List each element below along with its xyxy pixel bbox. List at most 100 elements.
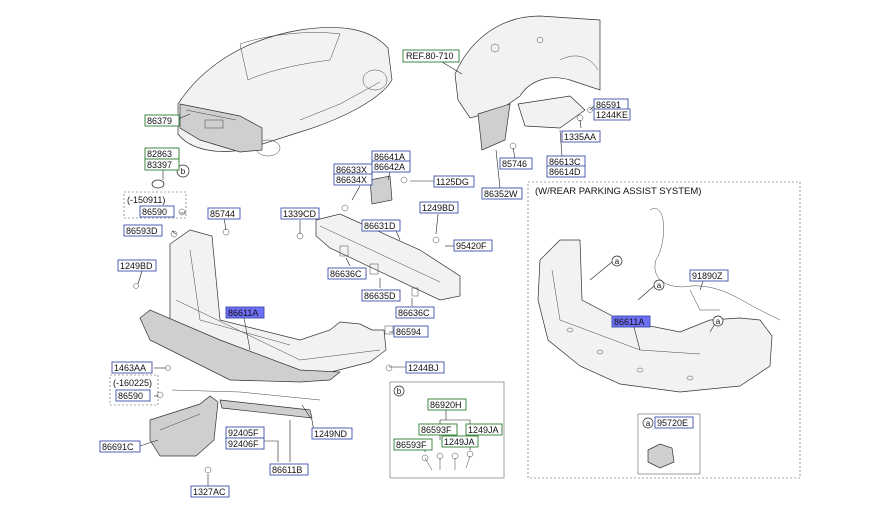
leader-lines — [137, 55, 717, 486]
callout-1244BJ[interactable]: 1244BJ — [405, 361, 445, 374]
svg-text:86611A: 86611A — [614, 317, 644, 327]
pas-marker-a-1: a — [611, 255, 623, 267]
callout-86611A[interactable]: 86611A — [225, 306, 265, 319]
svg-text:1249BD: 1249BD — [120, 261, 153, 271]
callout-1463AA[interactable]: 1463AA — [111, 361, 153, 374]
svg-text:86920H: 86920H — [430, 400, 462, 410]
callout-92406F[interactable]: 92406F — [225, 437, 265, 450]
svg-text:86631D: 86631D — [364, 221, 396, 231]
marker-b-circle: b — [176, 164, 190, 178]
svg-text:82863: 82863 — [147, 149, 172, 159]
svg-text:1249BD: 1249BD — [422, 203, 455, 213]
svg-text:86591: 86591 — [596, 100, 621, 110]
svg-text:92406F: 92406F — [228, 439, 259, 449]
callout-86593F-a[interactable]: 86593F — [418, 423, 458, 436]
callout-86634X[interactable]: 86634X — [333, 173, 373, 186]
svg-text:86614D: 86614D — [549, 167, 581, 177]
callout-160225: (-160225) — [113, 378, 152, 388]
callout-1339CD[interactable]: 1339CD — [280, 207, 320, 220]
svg-text:86593D: 86593D — [126, 226, 158, 236]
lower-brackets — [133, 208, 393, 474]
callout-86691C[interactable]: 86691C — [99, 440, 141, 453]
callout-83397[interactable]: 83397 — [144, 158, 180, 171]
callout-ref-80-710[interactable]: REF.80-710 — [402, 49, 460, 63]
callout-86590-a[interactable]: 86590 — [139, 205, 175, 218]
svg-text:85744: 85744 — [210, 209, 235, 219]
svg-text:95420F: 95420F — [456, 241, 487, 251]
callout-1249BD-right[interactable]: 1249BD — [419, 201, 459, 214]
svg-text:86641A: 86641A — [374, 152, 405, 162]
callout-86594[interactable]: 86594 — [393, 325, 429, 338]
callout-85746[interactable]: 85746 — [499, 157, 533, 170]
callout-86631D[interactable]: 86631D — [361, 219, 401, 232]
callout-86590-b[interactable]: 86590 — [115, 389, 151, 402]
marker-b-label: b — [181, 167, 186, 176]
svg-text:95720E: 95720E — [657, 418, 688, 428]
svg-text:83397: 83397 — [147, 160, 172, 170]
callout-1335AA[interactable]: 1335AA — [561, 130, 601, 143]
callout-86635D[interactable]: 86635D — [361, 289, 401, 302]
callout-86642A[interactable]: 86642A — [371, 160, 411, 173]
callout-86591[interactable]: 86591 — [593, 98, 629, 111]
callout-1327AC[interactable]: 1327AC — [190, 485, 230, 498]
callout-86636C-a[interactable]: 86636C — [327, 267, 367, 280]
callout-1249BD-left[interactable]: 1249BD — [117, 259, 157, 272]
svg-text:86594: 86594 — [396, 327, 421, 337]
svg-text:86593F: 86593F — [396, 440, 427, 450]
pas-group-box — [527, 181, 801, 479]
svg-text:86590: 86590 — [142, 207, 167, 217]
callout-86611B[interactable]: 86611B — [269, 463, 309, 476]
svg-text:a: a — [716, 317, 721, 326]
svg-text:1339CD: 1339CD — [283, 209, 317, 219]
callout-85744[interactable]: 85744 — [207, 207, 241, 220]
callout-1249JA-b[interactable]: 1249JA — [441, 435, 479, 448]
callout-86593D[interactable]: 86593D — [123, 224, 163, 237]
callout-86920H[interactable]: 86920H — [427, 398, 467, 411]
callout-86641A[interactable]: 86641A — [371, 150, 411, 163]
callout-95420F[interactable]: 95420F — [453, 239, 493, 252]
svg-text:1125DG: 1125DG — [436, 177, 469, 187]
quarter-panel-illustration — [454, 15, 601, 151]
callout-86636C-b[interactable]: 86636C — [395, 306, 435, 319]
callout-pas-91890Z[interactable]: 91890Z — [689, 269, 729, 282]
pas-marker-a-2: a — [653, 279, 665, 291]
svg-text:86352W: 86352W — [484, 189, 518, 199]
svg-text:a: a — [615, 257, 620, 266]
svg-text:b: b — [397, 387, 402, 396]
pas-heading: (W/REAR PARKING ASSIST SYSTEM) — [535, 186, 701, 197]
callout-1244KE[interactable]: 1244KE — [593, 108, 631, 121]
callout-86614D[interactable]: 86614D — [546, 165, 586, 178]
callout-pas-95720E[interactable]: 95720E — [654, 416, 694, 429]
pas-marker-a-3: a — [712, 315, 724, 327]
svg-text:86691C: 86691C — [102, 442, 134, 452]
callout-1249JA-a[interactable]: 1249JA — [465, 423, 503, 436]
callout-150911: (-150911) — [127, 195, 165, 205]
svg-text:85746: 85746 — [502, 159, 527, 169]
svg-text:1249JA: 1249JA — [444, 437, 475, 447]
svg-text:REF.80-710: REF.80-710 — [406, 51, 454, 61]
pas-bumper — [537, 208, 781, 393]
callout-1249ND[interactable]: 1249ND — [311, 427, 353, 440]
callout-92405F[interactable]: 92405F — [225, 426, 265, 439]
callout-86379[interactable]: 86379 — [144, 114, 180, 127]
svg-text:86590: 86590 — [118, 391, 143, 401]
svg-text:86611B: 86611B — [272, 465, 302, 475]
sticker-ring — [151, 179, 165, 189]
callout-86613C[interactable]: 86613C — [546, 155, 586, 168]
callout-86633X[interactable]: 86633X — [333, 163, 373, 176]
callout-82863[interactable]: 82863 — [144, 147, 180, 160]
callout-pas-86611A[interactable]: 86611A — [611, 315, 651, 328]
svg-text:86636C: 86636C — [330, 269, 362, 279]
svg-text:86379: 86379 — [147, 116, 172, 126]
svg-text:92405F: 92405F — [228, 428, 259, 438]
svg-text:a: a — [657, 281, 662, 290]
callout-86593F-b[interactable]: 86593F — [393, 438, 433, 451]
car-illustration — [177, 27, 393, 157]
svg-text:86635D: 86635D — [364, 291, 396, 301]
b-fasteners — [421, 450, 474, 471]
svg-text:1244KE: 1244KE — [596, 110, 628, 120]
callout-160225-group — [109, 374, 159, 406]
svg-text:86593F: 86593F — [421, 425, 452, 435]
callout-1125DG[interactable]: 1125DG — [433, 175, 475, 188]
callout-86352W[interactable]: 86352W — [481, 187, 523, 200]
